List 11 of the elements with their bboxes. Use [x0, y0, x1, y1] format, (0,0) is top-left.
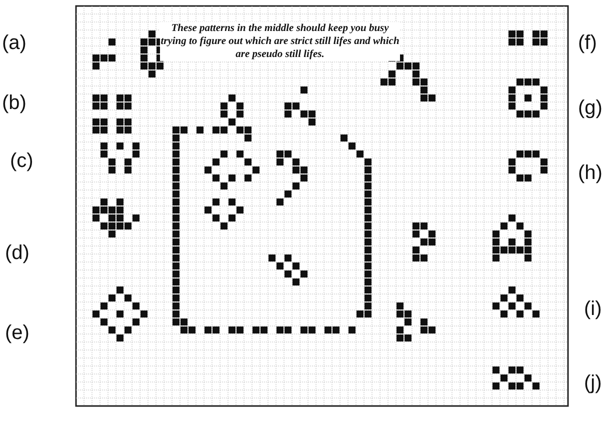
pattern-label: (c)	[10, 150, 34, 173]
pattern-label: (i)	[584, 298, 602, 321]
pattern-label: (e)	[5, 322, 30, 345]
pattern-label: (g)	[578, 97, 602, 120]
pattern-label: (d)	[5, 242, 30, 265]
pattern-label: (a)	[2, 32, 26, 55]
pattern-label: (h)	[578, 162, 602, 185]
pattern-label: (j)	[584, 372, 602, 395]
note-text: These patterns in the middle should keep you busy trying to figure out which are strict still lifes and which are pseudo still lifes.	[160, 22, 400, 61]
pattern-label: (f)	[578, 32, 597, 55]
pattern-label: (b)	[2, 92, 26, 115]
